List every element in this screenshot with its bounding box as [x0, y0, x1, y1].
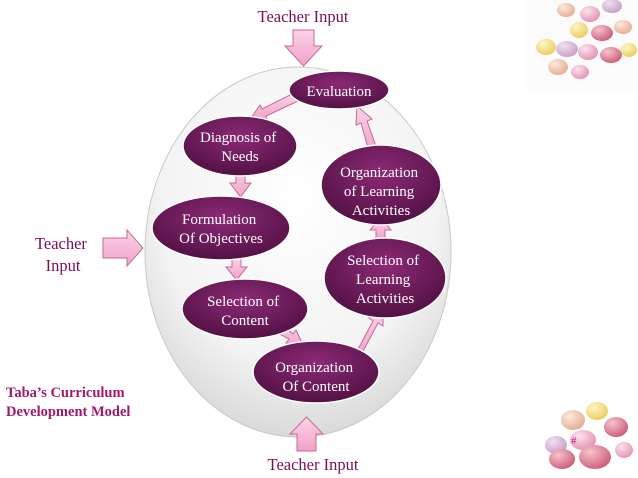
bottom-input-label: Teacher Input: [268, 455, 359, 474]
node-selection-of-content: [181, 278, 309, 340]
bottom-input-arrow: [288, 416, 325, 452]
label-diagnosis-of-needs: Diagnosis of Needs: [200, 130, 280, 165]
label-organization-of-content: Organization Of Content: [275, 360, 357, 395]
slide-number: #: [571, 435, 577, 447]
node-diagnosis-of-needs: [182, 115, 298, 177]
left-input-arrow: [102, 228, 144, 268]
node-evaluation: [288, 70, 390, 110]
node-selection-of-learning-activities: [323, 237, 447, 319]
node-formulation-of-objectives: [151, 195, 291, 261]
candy-eggs-image-bottom-right: [545, 402, 633, 469]
label-evaluation: Evaluation: [307, 84, 372, 100]
top-input-label: Teacher Input: [258, 7, 349, 26]
label-selection-of-learning-activities: Selection of Learning Activities: [347, 253, 423, 307]
node-organization-of-content: [252, 340, 380, 404]
label-formulation-of-objectives: Formulation Of Objectives: [179, 212, 263, 247]
label-organization-of-learning-activities: Organization of Learning Activities: [340, 165, 422, 219]
label-selection-of-content: Selection of Content: [207, 294, 283, 329]
candy-eggs-image-top-right: [527, 0, 638, 92]
node-organization-of-learning-activities: [320, 144, 442, 226]
left-input-label: Teacher Input: [35, 234, 91, 275]
top-input-arrow: [283, 29, 324, 67]
model-title: Taba’s Curriculum Development Model: [6, 385, 130, 420]
